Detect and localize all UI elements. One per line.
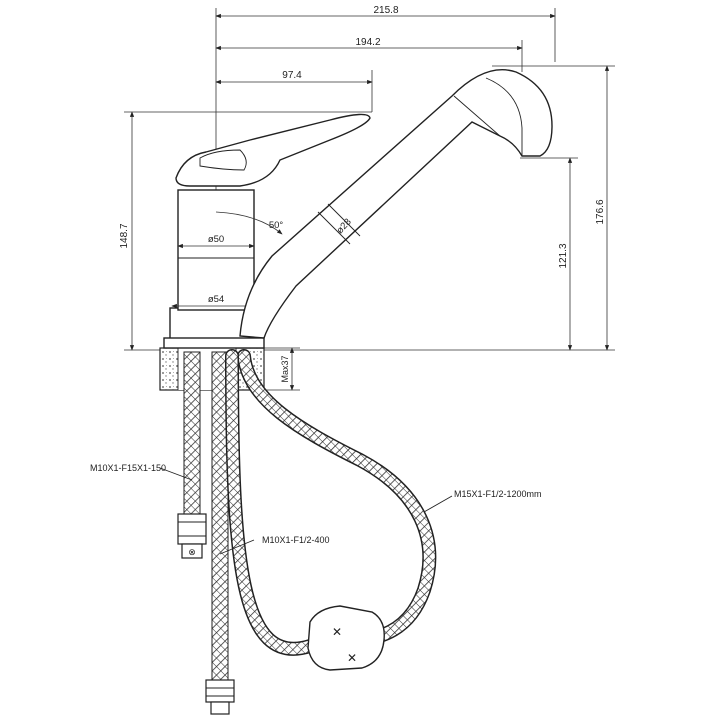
spray-head-joint <box>453 95 501 137</box>
hose-label-supply-right: M10X1-F1/2-400 <box>262 535 330 545</box>
hose-label-supply-left: M10X1-F15X1-150 <box>90 463 166 473</box>
mixer-lever-handle <box>175 113 371 187</box>
swivel-angle-arc <box>215 211 283 235</box>
counterweight-screw-icon: ✕ <box>332 625 342 639</box>
dimension-total-height-label: 148.7 <box>119 223 130 248</box>
spout-ring-2 <box>327 203 361 237</box>
nut-flat-mark: ⊗ <box>188 547 196 557</box>
supply-hose-left-upper <box>183 351 201 517</box>
supply-hose-right-cap <box>210 701 230 715</box>
supply-hose-left-nut-upper <box>177 513 207 545</box>
spray-head-seam <box>485 77 523 156</box>
leader-pull-out <box>423 495 453 513</box>
supply-hose-left-nut-lower <box>181 543 203 559</box>
pull-out-hose-braid <box>238 350 435 646</box>
dimension-max-deck-label: Max37 <box>280 355 290 382</box>
dimension-outlet-height-label: 121.3 <box>558 243 569 268</box>
leader-supply-left <box>159 467 193 481</box>
leader-supply-right <box>219 539 255 555</box>
dimension-body-diameter-upper-label: ø50 <box>208 234 224 245</box>
faucet-body <box>177 189 255 311</box>
swivel-angle-label: 50° <box>269 220 284 231</box>
hose-label-pull-out: M15X1-F1/2-1200mm <box>454 489 542 499</box>
dimension-overall-width-label: 215.8 <box>373 5 398 16</box>
spout-ring-1 <box>317 211 351 245</box>
dimension-spout-width-label: 194.2 <box>355 37 380 48</box>
handle-recess <box>199 149 247 171</box>
pull-out-spout <box>239 69 553 339</box>
hose-counterweight: ✕ ✕ <box>307 605 385 671</box>
faucet-base-plate <box>163 337 265 349</box>
counterweight-screw-icon: ✕ <box>347 651 357 665</box>
pull-out-hose-return-braid <box>226 350 316 655</box>
dimension-spout-height-label: 176.6 <box>595 199 606 224</box>
dimension-handle-width-label: 97.4 <box>282 70 302 81</box>
dimension-body-diameter-lower-label: ø54 <box>208 294 224 305</box>
supply-hose-right-nut <box>205 679 235 703</box>
